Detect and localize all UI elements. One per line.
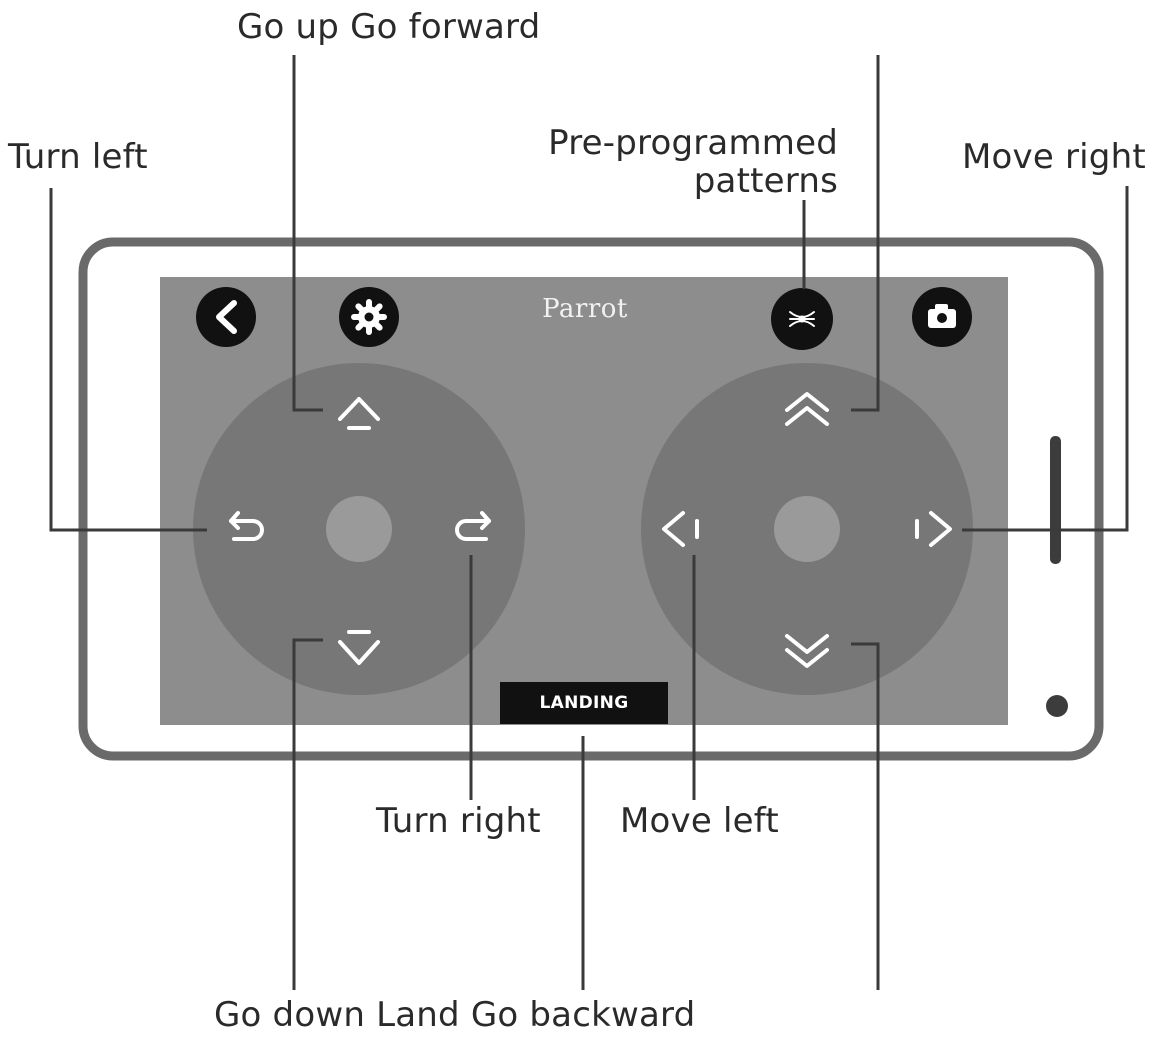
label-patterns: patterns	[693, 161, 838, 201]
landing-button[interactable]: LANDING	[500, 682, 668, 724]
leader-go-forward	[851, 55, 880, 412]
leader-go-down	[292, 638, 323, 990]
leader-go-backward	[851, 642, 880, 990]
move-right-icon[interactable]	[915, 511, 952, 547]
landing-label: LANDING	[539, 693, 629, 713]
move-left-icon[interactable]	[662, 511, 699, 547]
leader-go-up	[292, 55, 323, 412]
label-go-down-land-go-backward: Go down Land Go backward	[214, 995, 696, 1035]
arrow-up-icon[interactable]	[338, 397, 380, 430]
label-turn-left: Turn left	[8, 137, 148, 177]
label-pre-programmed: Pre-programmed	[548, 123, 838, 163]
double-chevron-down-icon[interactable]	[785, 634, 829, 668]
back-button[interactable]	[196, 287, 256, 347]
patterns-button[interactable]	[771, 288, 833, 350]
patterns-icon	[789, 311, 815, 327]
camera-button[interactable]	[912, 287, 972, 347]
home-dot	[1046, 695, 1068, 717]
label-move-right: Move right	[962, 137, 1146, 177]
side-button	[1050, 436, 1061, 564]
leader-turn-left	[49, 188, 207, 532]
settings-button[interactable]	[339, 287, 399, 347]
left-joystick-center[interactable]	[326, 496, 392, 562]
right-joystick-center[interactable]	[774, 496, 840, 562]
camera-icon	[928, 304, 956, 328]
double-chevron-up-icon[interactable]	[785, 392, 829, 426]
label-turn-right: Turn right	[376, 801, 541, 841]
label-move-left: Move left	[620, 801, 779, 841]
rotate-right-icon[interactable]	[455, 511, 491, 541]
gear-icon	[351, 299, 387, 335]
leader-move-right	[962, 186, 1129, 532]
rotate-left-icon[interactable]	[229, 511, 264, 541]
chevron-left-icon	[216, 300, 237, 334]
label-go-up-go-forward: Go up Go forward	[237, 7, 541, 47]
arrow-down-icon[interactable]	[338, 630, 380, 665]
brand-logo: Parrot	[542, 294, 628, 324]
